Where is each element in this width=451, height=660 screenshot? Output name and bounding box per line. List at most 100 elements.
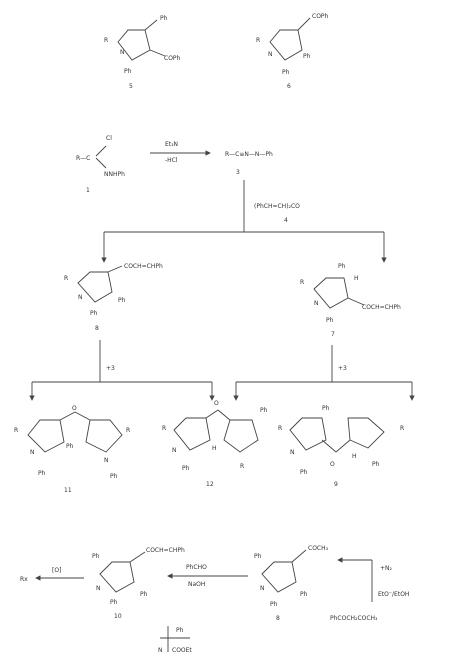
branch-left: +3 (29, 340, 215, 401)
substituent-label: COCH=CHPh (124, 263, 163, 270)
compound-9: R R O Ph N H Ph Ph 9 (278, 405, 404, 488)
reagent-4-block: (PhCH=CH)₂CO 4 (101, 180, 387, 263)
compound-3: R—C≡N—N—Ph 3 (225, 151, 273, 176)
compound-number: 7 (331, 331, 335, 338)
r-label: R (240, 463, 244, 470)
reagent-oxidation: [O] (52, 567, 61, 574)
r-label: R (14, 427, 18, 434)
ph-label: Ph (300, 469, 308, 476)
nph-label: Ph (90, 310, 98, 317)
compound-11: R R O Ph N N Ph Ph 11 (14, 405, 130, 494)
reagent-etoetoh: EtO⁻/EtOH (378, 591, 409, 598)
r-label: R (256, 37, 260, 44)
n-label: N (104, 457, 109, 464)
coph-label: COPh (312, 13, 329, 20)
ph-label: Ph (372, 461, 380, 468)
compound-number: 12 (206, 481, 214, 488)
ph-label: Ph (176, 627, 184, 634)
cl-label: Cl (106, 135, 112, 142)
rc-label: R—C (76, 155, 90, 162)
n-label: N (290, 449, 295, 456)
compound-number: 1 (86, 187, 90, 194)
acetyl-label: COCH₃ (308, 545, 329, 552)
compound-8: R COCH=CHPh N Ph Ph 8 (64, 263, 163, 332)
ph-label: Ph (110, 473, 118, 480)
compound-number: 8 (95, 325, 99, 332)
n-label: N (158, 647, 163, 654)
dienone-formula: (PhCH=CH)₂CO (254, 203, 300, 210)
compound-6: R COPh N Ph Ph 6 (256, 13, 329, 90)
o-label: O (330, 461, 335, 468)
ph-label: Ph (140, 591, 148, 598)
ph-label: Ph (118, 297, 126, 304)
r-label: R (64, 275, 68, 282)
compound-1: R—C Cl NNHPh 1 (76, 135, 125, 194)
r-label: R (278, 425, 282, 432)
ph-label: Ph (254, 553, 262, 560)
ph-label: Ph (160, 15, 168, 22)
oxidation-product: Rx (20, 576, 28, 583)
r-label: R (126, 427, 130, 434)
reagent-phcho: PhCHO (186, 564, 207, 571)
n-label: N (268, 51, 273, 58)
n-label: N (96, 585, 101, 592)
ester-label: COOEt (172, 647, 192, 654)
ph-label: Ph (182, 465, 190, 472)
n-label: N (30, 449, 35, 456)
n-label: N (314, 300, 319, 307)
compound-10: Ph COCH=CHPh N Ph Ph 10 (92, 547, 185, 620)
substituent-label: COCH=CHPh (362, 304, 401, 311)
nph-label: Ph (282, 69, 290, 76)
n-label: N (260, 585, 265, 592)
compound-12: R O Ph N H R Ph 12 (162, 400, 268, 488)
ph-label: Ph (322, 405, 330, 412)
compound-number: 4 (284, 217, 288, 224)
r-label: R (162, 425, 166, 432)
n-label: N (120, 49, 125, 56)
reagent-naoh: NaOH (188, 581, 205, 588)
small-structure: Ph N COOEt (158, 626, 192, 654)
reaction-arrow-1-3: Et₃N -HCl (150, 141, 211, 164)
compound-number: 3 (236, 169, 240, 176)
compound-number: 6 (287, 83, 291, 90)
n-label: N (172, 447, 177, 454)
substituent-label: COCH=CHPh (146, 547, 185, 554)
compound-8b: Ph COCH₃ N Ph Ph 8 (254, 545, 329, 622)
o-label: O (214, 400, 219, 407)
ph-label: Ph (110, 599, 118, 606)
compound-number: 10 (114, 613, 122, 620)
reagent-hcl: -HCl (165, 157, 178, 164)
coph-label: COPh (164, 55, 181, 62)
nph-label: Ph (124, 68, 132, 75)
h-label: H (212, 445, 217, 452)
ph-label: Ph (66, 443, 74, 450)
ph-label: Ph (38, 470, 46, 477)
nnhph-label: NNHPh (104, 171, 125, 178)
ph-label: Ph (338, 263, 346, 270)
reagent-plus3: +3 (338, 365, 347, 372)
reagent-et3n: Et₃N (165, 141, 178, 148)
ph-label: Ph (300, 591, 308, 598)
ph-label: Ph (92, 553, 100, 560)
compound-5: R Ph COPh N Ph 5 (104, 15, 181, 90)
compound-number: 8 (276, 615, 280, 622)
h-label: H (354, 275, 359, 282)
r-label: R (104, 37, 108, 44)
compound-7: R Ph H COCH=CHPh N Ph 7 (300, 263, 401, 338)
compound-number: 5 (129, 83, 133, 90)
h-label: H (352, 453, 357, 460)
ph-label: Ph (270, 601, 278, 608)
o-label: O (72, 405, 77, 412)
compound-number: 11 (64, 487, 72, 494)
n-label: N (78, 294, 83, 301)
oxidation-arrow: Rx [O] (20, 567, 84, 583)
r-label: R (300, 279, 304, 286)
aldol-arrow: PhCHO NaOH (167, 564, 248, 588)
reagent-n2: +N₂ (380, 565, 393, 572)
ph-label: Ph (303, 53, 311, 60)
condensation-arrow: +N₂ EtO⁻/EtOH PhCOCH₂COCH₃ (330, 557, 409, 622)
compound-number: 9 (334, 481, 338, 488)
ph-label: Ph (260, 407, 268, 414)
reagent-plus3: +3 (106, 365, 115, 372)
